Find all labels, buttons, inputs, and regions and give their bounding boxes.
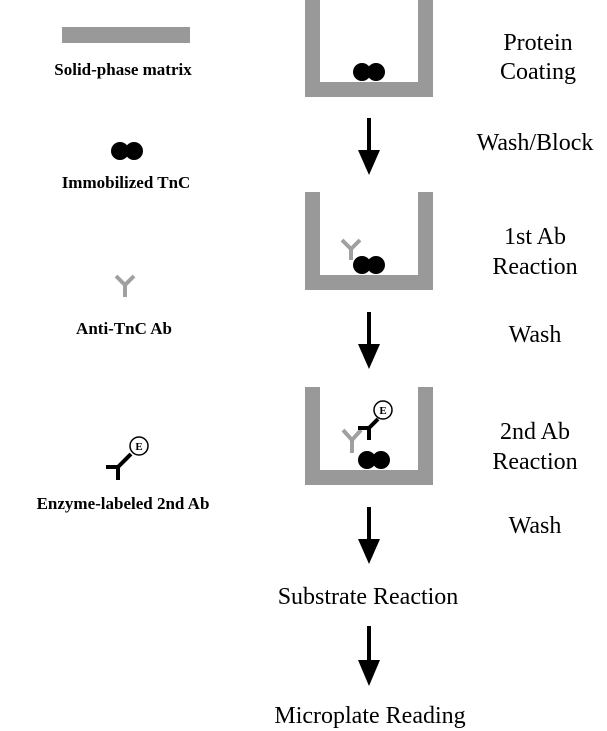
step-second-ab-line2: Reaction xyxy=(492,449,577,475)
tnc-dimer xyxy=(353,63,385,81)
immobilized-tnc-icon xyxy=(111,142,143,160)
step-wash-1: Wash xyxy=(509,322,562,348)
anti-tnc-antibody-icon xyxy=(114,274,136,297)
arrow-2 xyxy=(358,312,380,369)
step-microplate-reading: Microplate Reading xyxy=(274,703,465,729)
well-wall xyxy=(305,0,433,97)
svg-text:E: E xyxy=(135,441,142,453)
legend-anti-tnc-label: Anti-TnC Ab xyxy=(76,319,172,338)
tnc-dimer xyxy=(358,451,390,469)
anti-tnc-antibody xyxy=(340,238,362,260)
svg-text:E: E xyxy=(379,405,386,417)
legend-immobilized-tnc-label: Immobilized TnC xyxy=(62,173,191,192)
step-wash-2: Wash xyxy=(509,513,562,539)
arrow-4 xyxy=(358,626,380,686)
well-second-ab-reaction: E xyxy=(305,387,433,485)
step-protein-coating-line2: Coating xyxy=(500,59,576,85)
step-substrate-reaction: Substrate Reaction xyxy=(278,584,459,610)
arrow-1 xyxy=(358,118,380,175)
step-protein-coating-line1: Protein xyxy=(503,30,572,56)
legend: Solid-phase matrix Immobilized TnC Anti-… xyxy=(37,27,210,513)
well-wall xyxy=(305,387,433,485)
well-protein-coating xyxy=(305,0,433,97)
solid-phase-matrix-icon xyxy=(62,27,190,43)
legend-enzyme-2nd-ab-label: Enzyme-labeled 2nd Ab xyxy=(37,494,210,513)
enzyme-labeled-antibody-icon: E xyxy=(106,436,149,480)
tnc-dimer xyxy=(353,256,385,274)
enzyme-labeled-antibody: E xyxy=(358,400,393,440)
step-first-ab-line2: Reaction xyxy=(492,254,577,280)
step-second-ab-line1: 2nd Ab xyxy=(500,419,570,445)
arrow-3 xyxy=(358,507,380,564)
step-wash-block: Wash/Block xyxy=(477,130,594,156)
well-wall xyxy=(305,192,433,290)
legend-solid-phase-label: Solid-phase matrix xyxy=(54,60,192,79)
well-first-ab-reaction xyxy=(305,192,433,290)
step-first-ab-line1: 1st Ab xyxy=(504,224,566,250)
anti-tnc-antibody xyxy=(341,428,363,453)
